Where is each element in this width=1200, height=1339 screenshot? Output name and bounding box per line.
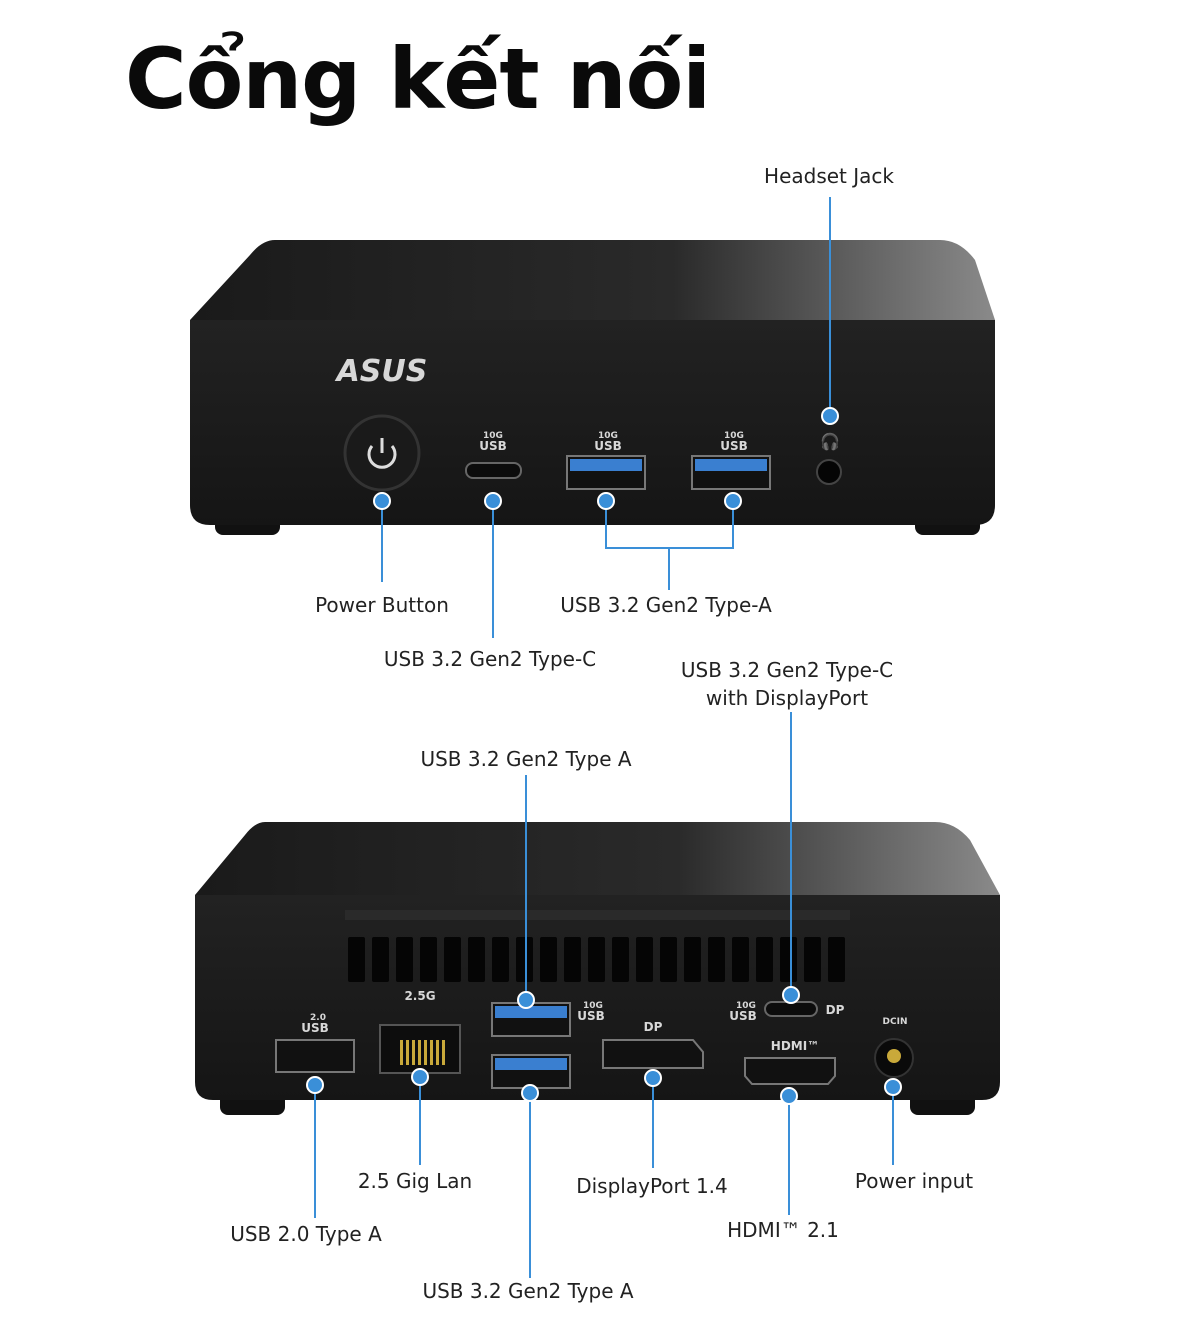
vent-slot — [828, 937, 845, 982]
usb2-port — [275, 1039, 355, 1073]
label-usb-type-a-top: USB 3.2 Gen2 Type A — [420, 747, 632, 771]
displayport-port — [602, 1039, 704, 1069]
port-marking: USB — [479, 439, 507, 453]
port-marking: DP — [644, 1020, 663, 1034]
port-marking: 2.0 — [310, 1013, 326, 1023]
vent-slot — [444, 937, 461, 982]
vent-slot — [372, 937, 389, 982]
vent-slot — [348, 937, 365, 982]
page-title: Cổng kết nối — [125, 30, 711, 128]
usb-a-port-lower — [491, 1054, 571, 1089]
power-button[interactable] — [343, 414, 421, 492]
hdmi-port — [744, 1057, 836, 1085]
port-marking: USB — [729, 1009, 757, 1023]
port-marking: DCIN — [883, 1017, 908, 1027]
port-marking: 10G — [736, 1001, 756, 1011]
usb-c-port — [465, 462, 522, 479]
power-icon — [367, 445, 397, 469]
port-marking: 2.5G — [404, 989, 435, 1003]
rear-callout-dots — [306, 986, 902, 1105]
vent-slot — [684, 937, 701, 982]
device-top — [190, 240, 995, 320]
rear-callout-lines — [314, 712, 894, 1278]
usb-c-dp-port — [764, 1001, 818, 1017]
vent-slot — [756, 937, 773, 982]
vent-slot — [708, 937, 725, 982]
asus-logo: ASUS — [335, 354, 428, 389]
port-marking: USB — [577, 1009, 605, 1023]
vent-slot — [468, 937, 485, 982]
label-usb-type-a: USB 3.2 Gen2 Type-A — [560, 593, 772, 617]
headset-icon: 🎧 — [820, 432, 840, 451]
vent-slot — [804, 937, 821, 982]
vent-slot — [612, 937, 629, 982]
label-power-input: Power input — [854, 1169, 974, 1193]
port-marking: DP — [826, 1003, 845, 1017]
vent-slot — [660, 937, 677, 982]
port-marking: 10G — [583, 1001, 603, 1011]
vent-slot — [588, 937, 605, 982]
hdmi-logo: HDMI™ — [771, 1039, 819, 1053]
vent-slot — [564, 937, 581, 982]
vent-slot — [396, 937, 413, 982]
usb-a-port — [691, 455, 771, 490]
label-usb-c-dp: USB 3.2 Gen2 Type-C with DisplayPort — [681, 656, 893, 712]
vent-slot — [780, 937, 797, 982]
headset-jack — [816, 459, 842, 485]
rear-device: 2.0 USB 2.5G 10G USB DP 10G USB DP HDMI™… — [195, 822, 1000, 1115]
vent-slot — [420, 937, 437, 982]
front-callout-lines — [381, 197, 831, 638]
lan-port — [379, 1024, 461, 1074]
label-headset-jack: Headset Jack — [764, 164, 894, 188]
vent-slot — [516, 937, 533, 982]
vent-slot — [636, 937, 653, 982]
port-marking: USB — [720, 439, 748, 453]
label-lan: 2.5 Gig Lan — [357, 1169, 473, 1193]
label-displayport: DisplayPort 1.4 — [576, 1174, 728, 1198]
vents — [348, 937, 845, 982]
label-usb-type-c: USB 3.2 Gen2 Type-C — [383, 647, 597, 671]
front-device: ASUS 10G USB 10G USB 10G USB 🎧 — [190, 240, 995, 535]
vent-slot — [492, 937, 509, 982]
port-marking: USB — [594, 439, 622, 453]
device-front — [190, 320, 995, 525]
vent-slot — [540, 937, 557, 982]
port-marking: 10G — [724, 431, 744, 441]
device-top — [195, 822, 1000, 895]
vent-slot — [732, 937, 749, 982]
label-usb2: USB 2.0 Type A — [230, 1222, 382, 1246]
port-marking: USB — [301, 1021, 329, 1035]
label-line: with DisplayPort — [705, 686, 869, 710]
label-line: USB 3.2 Gen2 Type-C — [680, 658, 894, 682]
label-hdmi: HDMI™ 2.1 — [727, 1218, 839, 1242]
usb-a-port — [566, 455, 646, 490]
port-marking: 10G — [483, 431, 503, 441]
label-usb-type-a-bottom: USB 3.2 Gen2 Type A — [422, 1279, 634, 1303]
port-marking: 10G — [598, 431, 618, 441]
usb-a-port-upper — [491, 1002, 571, 1037]
label-power-button: Power Button — [315, 593, 449, 617]
front-callout-dots — [373, 407, 839, 510]
